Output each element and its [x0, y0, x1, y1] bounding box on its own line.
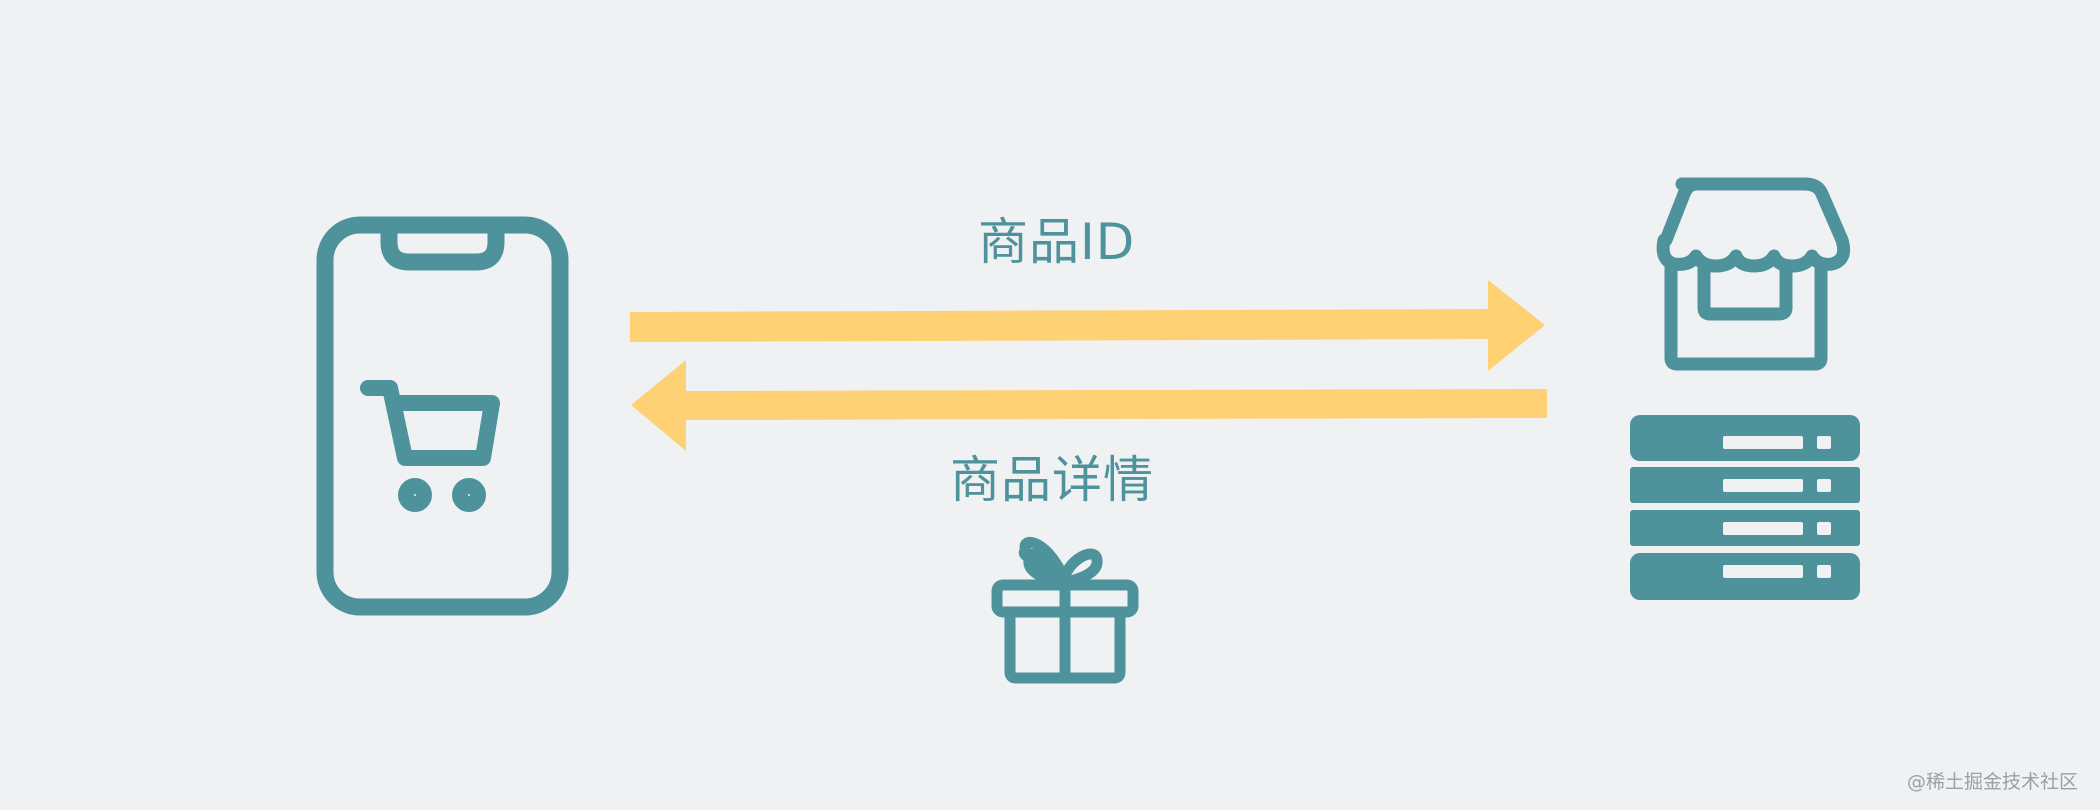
request-label: 商品ID [978, 213, 1136, 271]
phone-icon [316, 216, 569, 616]
storefront-icon [1656, 177, 1851, 371]
arrow-right-icon [630, 280, 1545, 371]
shopping-cart-icon [360, 380, 500, 512]
watermark: @稀土掘金技术社区 [1906, 771, 2078, 793]
response-label: 商品详情 [950, 451, 1154, 509]
arrow-left-icon [631, 360, 1547, 451]
server-rack-icon [1630, 415, 1860, 600]
